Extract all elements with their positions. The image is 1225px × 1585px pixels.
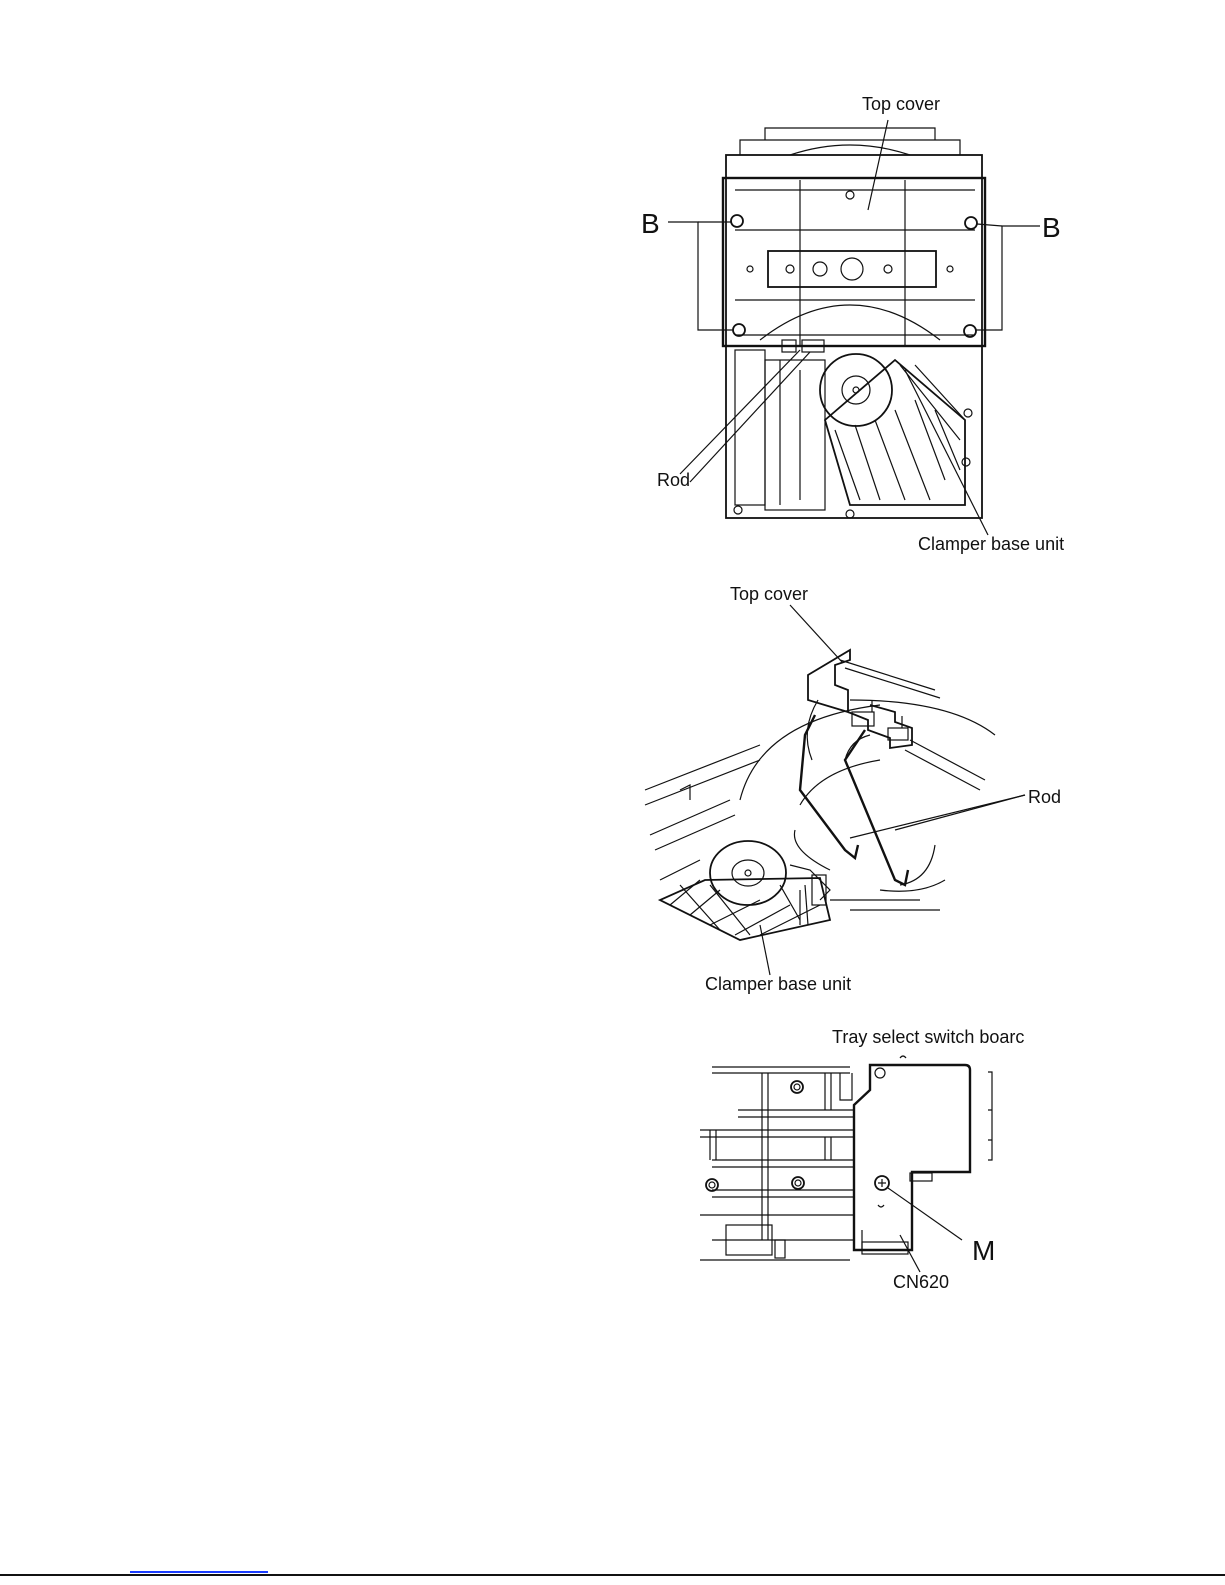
label-m: M bbox=[972, 1235, 995, 1266]
label-cn620: CN620 bbox=[893, 1272, 949, 1292]
footer-rule bbox=[0, 1574, 1225, 1576]
figure-tray-board: Tray select switch boarc M CN620 bbox=[0, 0, 1225, 1310]
footer-link-underline[interactable] bbox=[130, 1571, 268, 1573]
tray-select-switch-board bbox=[854, 1065, 970, 1250]
label-tray-select-switch-board: Tray select switch boarc bbox=[832, 1027, 1024, 1047]
